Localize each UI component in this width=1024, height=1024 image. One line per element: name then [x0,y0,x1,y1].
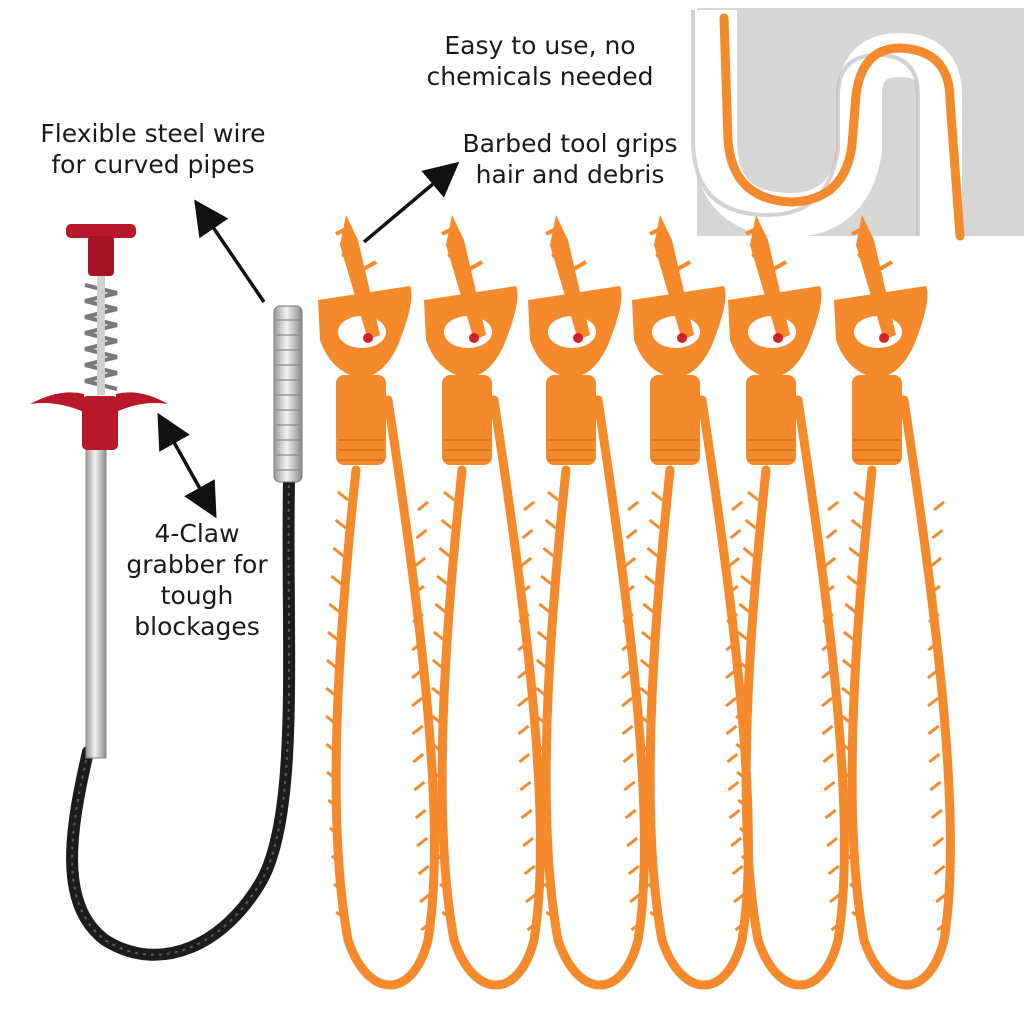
callout-easy-to-use: Easy to use, no chemicals needed [426,31,654,91]
barbed-strip [318,215,439,990]
arrow-barbed-tool [362,161,460,244]
grabber-rod [85,439,107,759]
arrow-flexible-wire [194,199,266,303]
arrow-claw-grabber [157,412,217,519]
pipe-inset [691,8,1024,241]
barbed-strip [528,215,649,990]
barbed-strip [632,215,753,990]
callout-claw-grabber: 4-Claw grabber for tough blockages [126,519,268,641]
barbed-strip [424,215,545,990]
claw-grabber-tool [30,224,303,961]
barbed-strips [318,215,955,990]
grabber-plunger-cap [66,224,136,238]
barbed-strip [834,215,955,990]
callout-barbed-tool: Barbed tool grips hair and debris [462,129,678,189]
callout-arrows [157,161,460,519]
inset-orange-strip [719,13,965,241]
callout-flexible-wire: Flexible steel wire for curved pipes [40,119,266,179]
barbed-strip [728,215,849,990]
